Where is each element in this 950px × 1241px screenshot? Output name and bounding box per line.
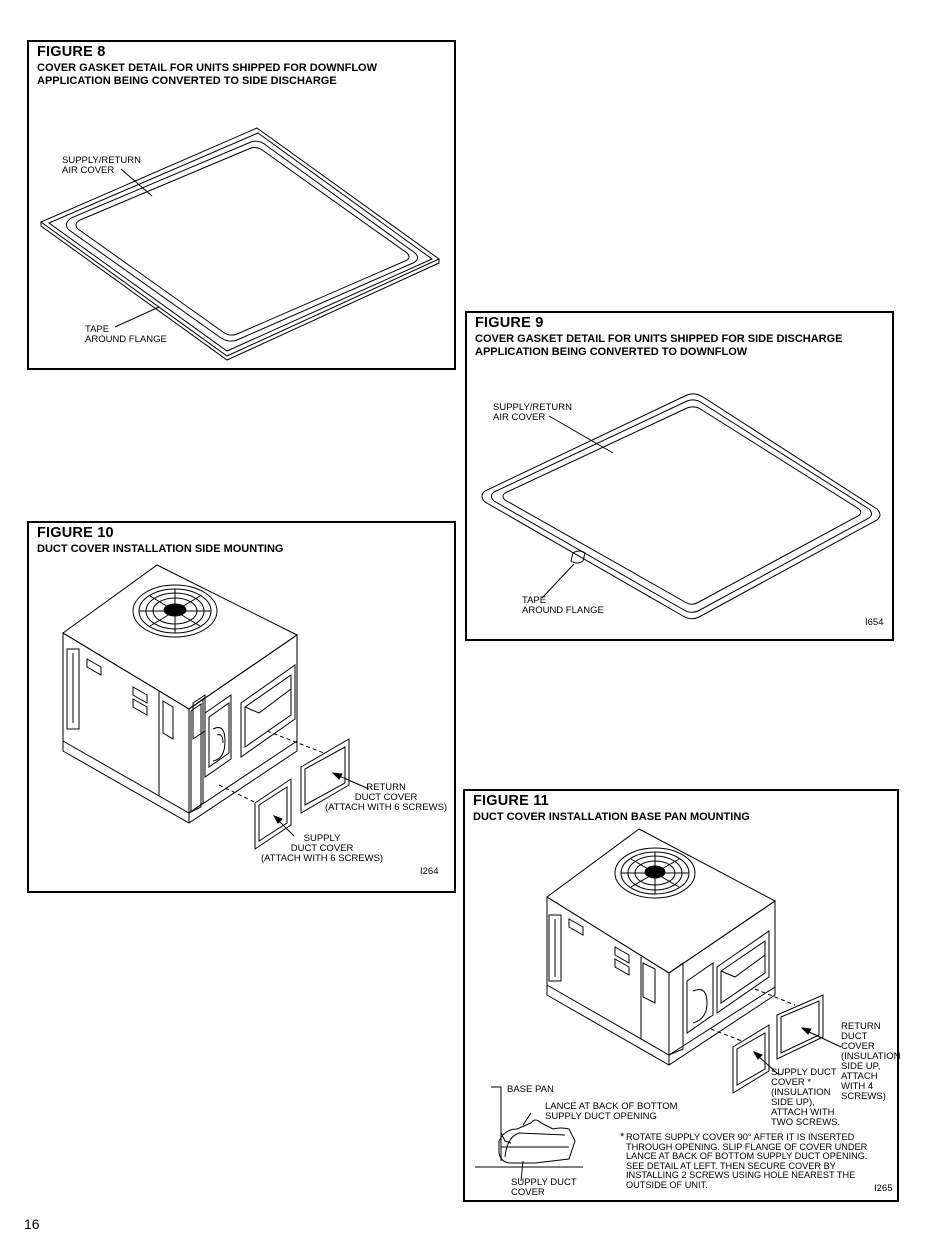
figure-11-note: ROTATE SUPPLY COVER 90° AFTER IT IS INSE… [626, 1132, 868, 1190]
page-number: 16 [24, 1216, 40, 1232]
figure-10-subtitle: DUCT COVER INSTALLATION SIDE MOUNTING [37, 543, 284, 555]
figure-8-label-cover: SUPPLY/RETURN AIR COVER [62, 155, 142, 176]
figure-9-label-cover: SUPPLY/RETURN AIR COVER [493, 402, 573, 423]
figure-11-note-marker: * [620, 1131, 625, 1143]
figure-8-title: FIGURE 8 [37, 44, 106, 60]
figure-11-title: FIGURE 11 [473, 793, 549, 809]
figure-9-cover-drawing [481, 393, 881, 620]
figure-9-subtitle: COVER GASKET DETAIL FOR UNITS SHIPPED FO… [475, 333, 843, 358]
figure-10-unit-drawing [62, 564, 370, 850]
figure-11-unit-drawing [475, 828, 842, 1182]
figure-8-cover-drawing [39, 127, 440, 361]
figure-10-title: FIGURE 10 [37, 525, 114, 541]
figure-8: FIGURE 8 COVER GASKET DETAIL FOR UNITS S… [27, 40, 456, 370]
figure-8-label-tape: TAPE AROUND FLANGE [85, 324, 167, 345]
figure-11: FIGURE 11 DUCT COVER INSTALLATION BASE P… [463, 789, 901, 1202]
figure-10-label-return: RETURN DUCT COVER (ATTACH WITH 6 SCREWS) [325, 782, 448, 813]
figure-11-code: I265 [874, 1183, 893, 1194]
figure-11-label-supply-cover: SUPPLY DUCT COVER [511, 1177, 577, 1198]
figure-9-title: FIGURE 9 [475, 315, 544, 331]
figure-10-code: I264 [420, 866, 439, 877]
figure-11-label-base-pan: BASE PAN [507, 1084, 554, 1095]
figure-9-code: I654 [865, 617, 884, 628]
figure-11-label-lance: LANCE AT BACK OF BOTTOM SUPPLY DUCT OPEN… [545, 1101, 678, 1122]
figure-8-subtitle: COVER GASKET DETAIL FOR UNITS SHIPPED FO… [37, 62, 377, 87]
figure-9-label-tape: TAPE AROUND FLANGE [522, 595, 604, 616]
figure-11-label-supply: SUPPLY DUCT COVER * (INSULATION SIDE UP)… [771, 1067, 841, 1128]
figure-10: FIGURE 10 DUCT COVER INSTALLATION SIDE M… [27, 521, 456, 893]
figure-11-subtitle: DUCT COVER INSTALLATION BASE PAN MOUNTIN… [473, 811, 750, 823]
figure-9: FIGURE 9 COVER GASKET DETAIL FOR UNITS S… [465, 311, 894, 641]
figure-10-label-supply: SUPPLY DUCT COVER (ATTACH WITH 6 SCREWS) [261, 833, 384, 864]
figure-11-label-return: RETURN DUCT COVER (INSULATION SIDE UP, A… [841, 1021, 901, 1102]
